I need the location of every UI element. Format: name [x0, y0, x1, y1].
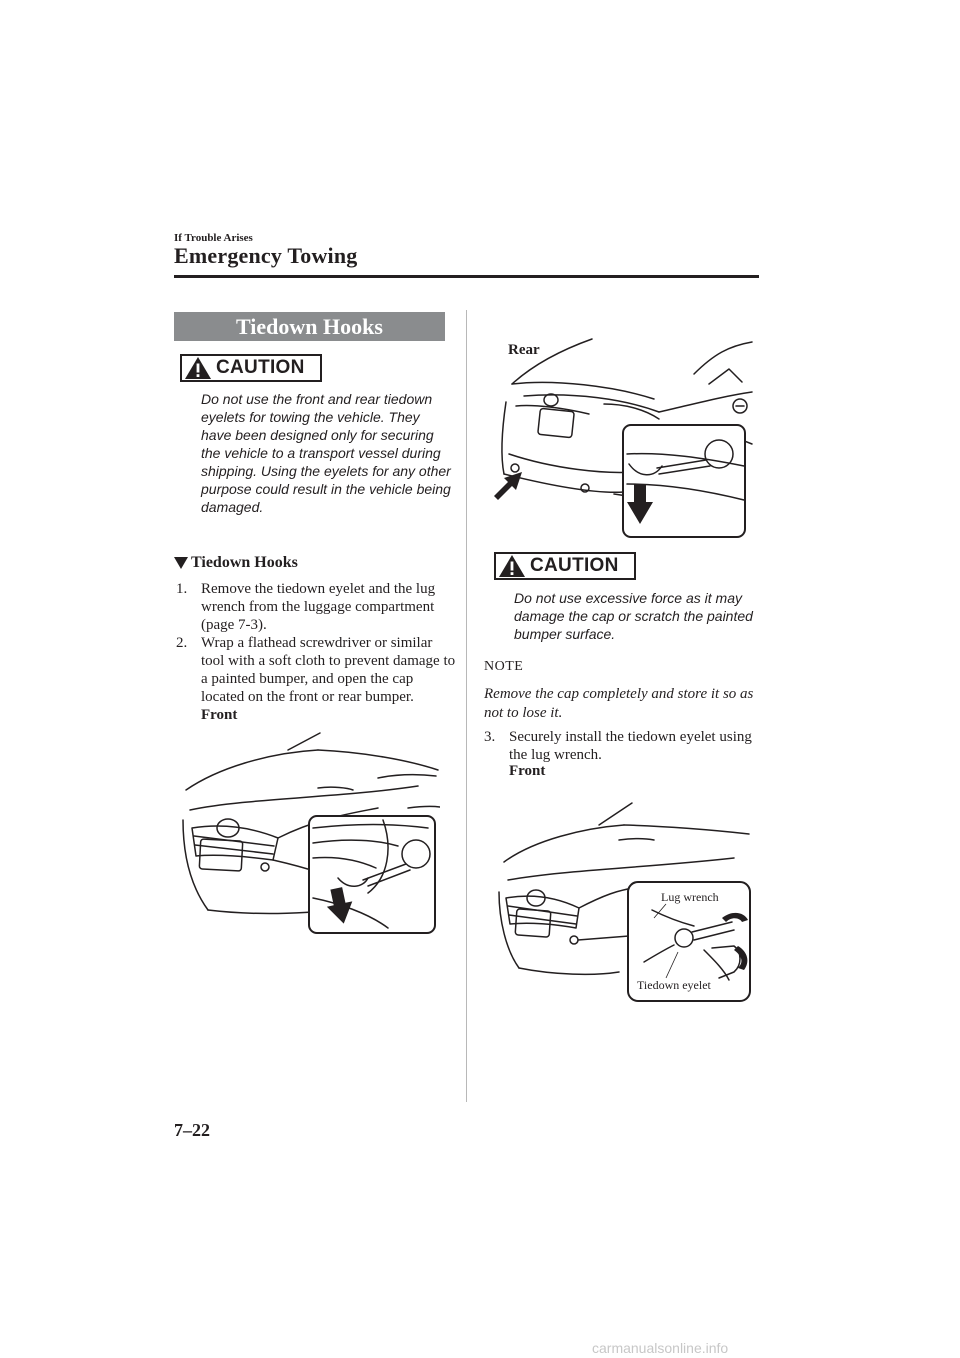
caution-badge-2: CAUTION [494, 552, 636, 580]
install-eyelet-illustration: Lug wrench Tiedown eyelet [498, 802, 751, 1002]
main-heading: Tiedown Hooks [174, 312, 445, 341]
warning-icon [499, 555, 525, 577]
callout-tiedown-eyelet: Tiedown eyelet [637, 978, 712, 992]
caution-text-1: Do not use the front and rear tiedown ey… [201, 391, 451, 515]
callout-lug-wrench: Lug wrench [661, 890, 719, 904]
watermark: carmanualsonline.info [592, 1340, 729, 1356]
step-text: Remove the tiedown eyelet and the lug wr… [201, 581, 436, 633]
caution-label: CAUTION [530, 555, 619, 576]
section-title: If Trouble Arises [174, 232, 253, 244]
step-1: 1. Remove the tiedown eyelet and the lug… [176, 580, 456, 634]
caution-badge-1: CAUTION [180, 354, 322, 382]
header-rule [174, 275, 759, 278]
rear-bumper-illustration [494, 338, 753, 538]
step-text: Wrap a flathead screwdriver or similar t… [201, 635, 456, 705]
step-number: 2. [176, 635, 188, 651]
figure-label-rear: Rear [508, 342, 540, 358]
page-number: 7–22 [174, 1120, 210, 1140]
column-divider [466, 310, 467, 1102]
figure-label-front: Front [201, 707, 238, 723]
figure-label-front-install: Front [509, 763, 546, 779]
front-bumper-illustration [182, 732, 440, 934]
note-label: NOTE [484, 659, 524, 674]
subheading-text: Tiedown Hooks [191, 554, 298, 571]
step-number: 1. [176, 581, 188, 597]
step-2: 2. Wrap a flathead screwdriver or simila… [176, 634, 456, 706]
caution-text-2: Do not use excessive force as it may dam… [514, 590, 753, 642]
caution-label: CAUTION [216, 357, 305, 378]
triangle-bullet-icon [174, 557, 188, 569]
warning-icon [185, 357, 211, 379]
step-3: 3. Securely install the tiedown eyelet u… [484, 728, 764, 764]
note-text: Remove the cap completely and store it s… [484, 686, 754, 721]
step-number: 3. [484, 729, 496, 745]
step-text: Securely install the tiedown eyelet usin… [509, 729, 752, 763]
subheading: Tiedown Hooks [174, 554, 298, 572]
chapter-title: Emergency Towing [174, 243, 358, 268]
